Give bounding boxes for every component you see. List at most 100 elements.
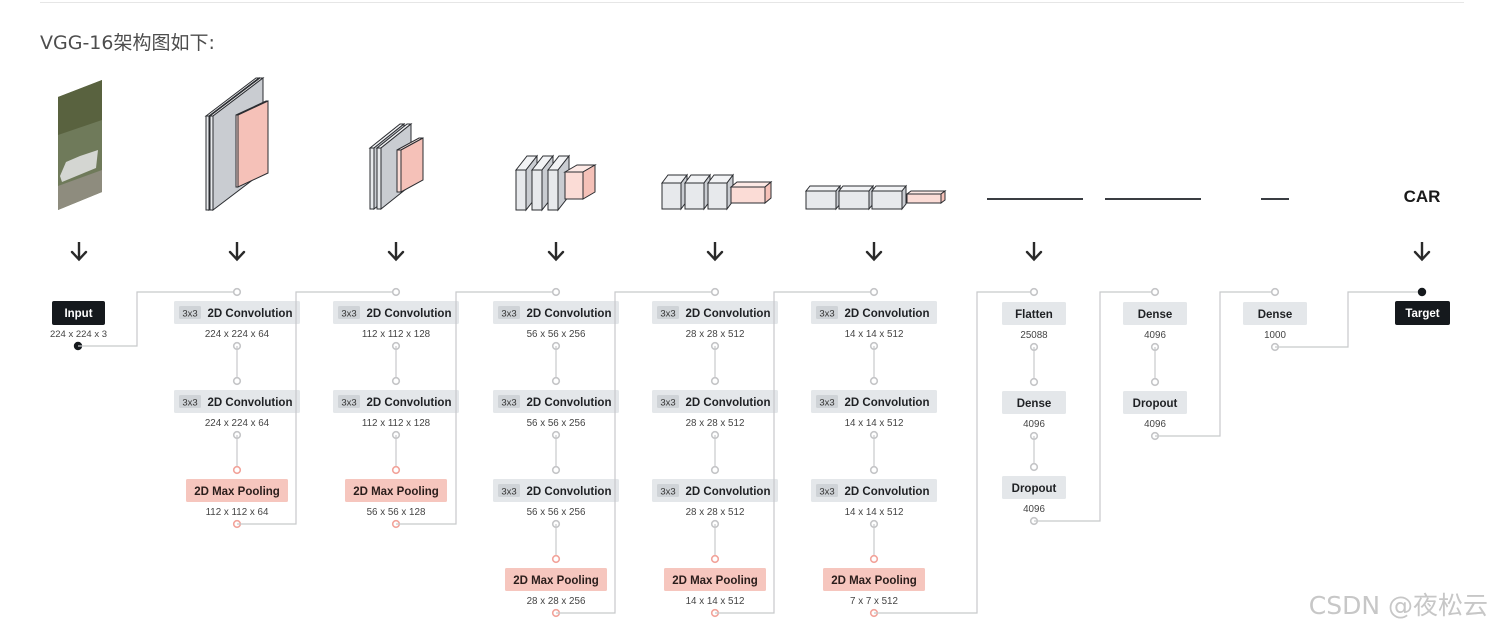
stack1-pool-face: [235, 114, 239, 188]
block-5-conv-2-badge: [816, 395, 838, 408]
dense-col-1-item-3-dims: 4096: [1023, 504, 1045, 515]
down-arrow-8: [1413, 242, 1431, 262]
down-arrow-4-head: [547, 250, 565, 262]
stack5-slab-2: [870, 184, 908, 211]
block-2-pool-in-node: [391, 465, 401, 475]
block-2-conv-1-badge: [338, 306, 360, 319]
stack2-slab-1-face: [376, 147, 382, 210]
block-5-conv-1-kernel-label: 3x3: [819, 309, 834, 320]
dense-col-2-entry-node: [1150, 287, 1160, 297]
block-3-conv-2-box: [493, 390, 619, 413]
block-4-conv-1-label: 2D Convolution: [686, 308, 771, 320]
block-5-conv-3-badge: [816, 484, 838, 497]
stack5-slab-0: [804, 184, 842, 211]
input-image-road: [58, 170, 102, 210]
block-3-conv-2-in-node: [551, 376, 561, 386]
block-2-pool-label: 2D Max Pooling: [353, 486, 439, 498]
block-5-conv-3-label: 2D Convolution: [845, 486, 930, 498]
block-5-conv-2-dims: 14 x 14 x 512: [845, 418, 904, 429]
dense-col-2-item-2-dims: 4096: [1144, 419, 1166, 430]
stack2-slab-0-face: [369, 147, 375, 210]
block-5-conv-3-box: [811, 479, 937, 502]
block-3-pool-dims: 28 x 28 x 256: [527, 596, 586, 607]
block-4-conv-2-box: [652, 390, 778, 413]
stack2-pool-face: [396, 149, 402, 193]
block-1-conv-2-label: 2D Convolution: [208, 397, 293, 409]
dense-col-2-item-1-label: Dense: [1138, 309, 1173, 321]
block-3-pool-label: 2D Max Pooling: [513, 575, 599, 587]
block-3-conv-2-kernel-label: 3x3: [501, 398, 516, 409]
block-2-conv-2-box: [333, 390, 459, 413]
down-arrow-3-head: [387, 250, 405, 262]
block-3-conv-2-label: 2D Convolution: [527, 397, 612, 409]
block-1-entry-node: [232, 287, 242, 297]
down-arrow-1-head: [70, 250, 88, 262]
block-4-conv-3-box: [652, 479, 778, 502]
block-3-conv-1-dims: 56 x 56 x 256: [527, 329, 586, 340]
block-2-pool-box: [345, 479, 447, 502]
stack5-slab-1: [837, 184, 875, 211]
block-3-conv-1-label: 2D Convolution: [527, 308, 612, 320]
block-5-pool-box: [823, 568, 925, 591]
block-5-pool-label: 2D Max Pooling: [831, 575, 917, 587]
dense-col-1-item-1-label: Flatten: [1015, 309, 1053, 321]
stack4-slab-2-face: [707, 182, 728, 210]
stack4-slab-0: [661, 173, 688, 211]
block-1-conv-2-box: [174, 390, 300, 413]
block-3-conv-3-kernel-label: 3x3: [501, 487, 516, 498]
block-2-conv-2-kernel-label: 3x3: [341, 398, 356, 409]
block-2-conv-2-dims: 112 x 112 x 128: [362, 418, 431, 429]
dense-col-2-item-2-label: Dropout: [1133, 398, 1178, 410]
down-arrow-2: [228, 242, 246, 262]
down-arrow-8-head: [1413, 250, 1431, 262]
block-3-conv-2-dims: 56 x 56 x 256: [527, 418, 586, 429]
block-5-pool-dims: 7 x 7 x 512: [850, 596, 898, 607]
block-1-conv-1-badge: [179, 306, 201, 319]
block-4-pool-box: [664, 568, 766, 591]
input-image: [58, 80, 102, 210]
block-5-conv-2-label: 2D Convolution: [845, 397, 930, 409]
stack4-pool-top: [729, 181, 773, 188]
stack1-pool: [235, 100, 269, 188]
block-4-conv-1-kernel-label: 3x3: [660, 309, 675, 320]
stack3-pool-face: [564, 171, 584, 200]
block-2-conv-2-in-node: [391, 376, 401, 386]
top-divider: [40, 2, 1464, 3]
block-2-conv-1-label: 2D Convolution: [367, 308, 452, 320]
stack3-slab-1-face: [531, 169, 543, 211]
stack5-slab-1-top: [837, 185, 875, 192]
stack5-pool: [905, 190, 947, 204]
stack4-slab-0-face: [661, 182, 682, 210]
dense-col-1-item-2-dims: 4096: [1023, 419, 1045, 430]
block-1-pool-box: [186, 479, 288, 502]
dense-col-1-entry-node: [1029, 287, 1039, 297]
stack5-pool-face: [906, 193, 942, 204]
block-4-conv-1-badge: [657, 306, 679, 319]
block-3-conv-2-badge: [498, 395, 520, 408]
watermark: CSDN @夜松云: [1308, 591, 1488, 620]
stack4-pool: [729, 180, 773, 205]
block-4-conv-1-box: [652, 301, 778, 324]
block-4-pool-dims: 14 x 14 x 512: [686, 596, 745, 607]
connector-into-target: [1275, 291, 1422, 348]
connector-into-dense-col-3: [1155, 291, 1275, 437]
block-4-conv-3-dims: 28 x 28 x 512: [686, 507, 745, 518]
connector-into-block-1: [78, 291, 237, 347]
block-4-conv-2-in-node: [710, 376, 720, 386]
block-1-conv-2-badge: [179, 395, 201, 408]
down-arrow-5-head: [706, 250, 724, 262]
block-2-conv-1-dims: 112 x 112 x 128: [362, 329, 431, 340]
stack5-slab-0-face: [805, 190, 837, 210]
block-1-conv-1-label: 2D Convolution: [208, 308, 293, 320]
input-label: Input: [64, 308, 92, 320]
dense-col-1-item-1-box: [1002, 302, 1066, 325]
stack5-slab-1-face: [838, 190, 870, 210]
block-3-conv-1-kernel-label: 3x3: [501, 309, 516, 320]
dense-col-2-item-1-box: [1123, 302, 1187, 325]
block-4-conv-3-kernel-label: 3x3: [660, 487, 675, 498]
down-arrow-4: [547, 242, 565, 262]
block-3-conv-1-badge: [498, 306, 520, 319]
block-4-conv-3-label: 2D Convolution: [686, 486, 771, 498]
block-3-conv-3-in-node: [551, 465, 561, 475]
dense-col-3-item-1-dims: 1000: [1264, 330, 1286, 341]
